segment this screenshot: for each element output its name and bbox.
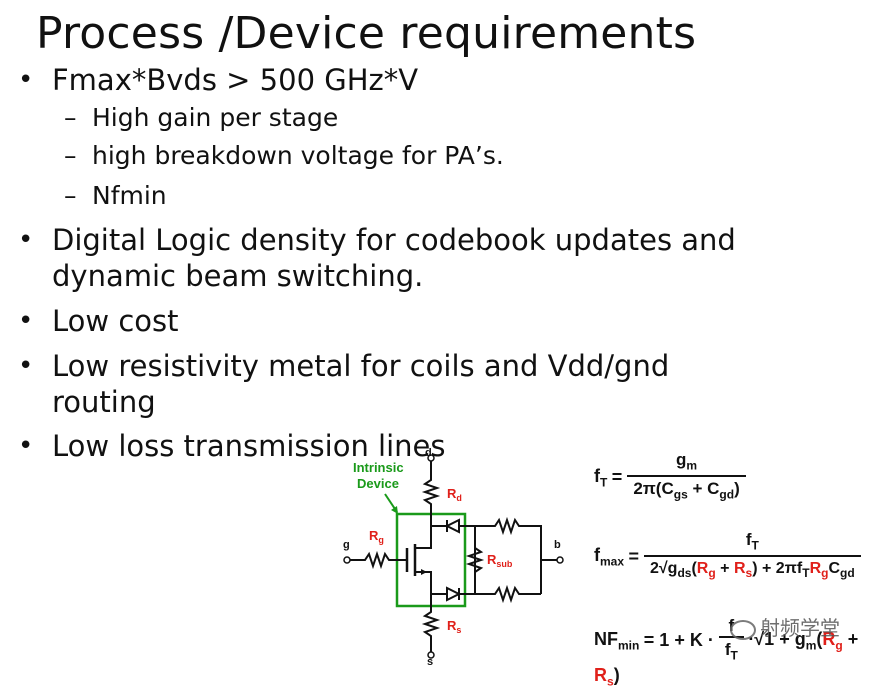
drain-lead — [415, 526, 432, 549]
bullet-text-line2: routing — [52, 385, 156, 419]
subbullet-text: high breakdown voltage for PA’s. — [92, 141, 504, 170]
gate-node-label: g — [343, 539, 350, 551]
rsub-resistor — [465, 547, 485, 573]
slide-title: Process /Device requirements — [36, 8, 697, 59]
nf-lhs: NFmin — [594, 628, 640, 653]
device-label: Device — [357, 476, 399, 491]
subbullet-breakdown: – high breakdown voltage for PA’s. — [64, 140, 504, 172]
bullet-low-cost: • Low cost — [18, 303, 179, 339]
source-terminal — [427, 651, 435, 659]
bullet-marker: • — [18, 65, 34, 95]
wechat-icon — [730, 619, 756, 640]
rs-resistor — [421, 588, 441, 652]
fmax-numerator: fT — [745, 530, 759, 553]
bullet-digital-logic-cont: dynamic beam switching. — [52, 258, 423, 294]
fmax-rg2: Rg — [809, 560, 829, 581]
watermark: 射频学堂 — [730, 612, 840, 641]
bullet-digital-logic: • Digital Logic density for codebook upd… — [18, 222, 736, 258]
rd-resistor — [421, 461, 441, 526]
gate-terminal — [343, 556, 351, 564]
bullet-low-resistivity-cont: routing — [52, 384, 156, 420]
fmax-denominator: 2√gds(Rg + Rs) + 2πfTRgCgd — [644, 555, 861, 583]
nf-denominator: fT — [718, 636, 744, 665]
fmax-rg: Rg — [696, 560, 716, 581]
bullet-text: Fmax*Bvds > 500 GHz*V — [52, 63, 419, 97]
source-node-label: s — [427, 656, 433, 665]
nf-rhs: = 1 + K · — [643, 630, 719, 651]
bullet-marker: • — [18, 431, 34, 461]
bullet-text-line1: Digital Logic density for codebook updat… — [52, 223, 736, 257]
bullet-marker: • — [18, 306, 34, 336]
bullet-marker: • — [18, 225, 34, 255]
fmax-lhs: fmax — [594, 545, 625, 569]
ft-numerator: gm — [676, 450, 698, 473]
subbullet-text: Nfmin — [92, 181, 167, 210]
ft-denominator: 2π(Cgs + Cgd) — [627, 475, 746, 504]
bullet-text-line2: dynamic beam switching. — [52, 259, 424, 293]
rg-resistor — [350, 550, 407, 570]
dash-marker: – — [64, 141, 77, 170]
transistor-circuit-diagram: Intrinsic Device d Rd s Rs g Rg — [343, 448, 564, 665]
watermark-text: 射频学堂 — [760, 616, 840, 640]
dash-marker: – — [64, 103, 77, 132]
fmax-fraction: fT 2√gds(Rg + Rs) + 2πfTRgCgd — [644, 530, 861, 584]
intrinsic-label: Intrinsic — [353, 460, 404, 475]
fmax-rs: Rs — [733, 560, 753, 581]
bottom-diode — [446, 586, 462, 602]
body-terminal — [556, 556, 564, 564]
bottom-body-resistor — [475, 584, 541, 604]
subbullet-nfmin: – Nfmin — [64, 180, 167, 212]
bullet-fmax-bvds: • Fmax*Bvds > 500 GHz*V — [18, 62, 419, 98]
source-lead — [415, 571, 432, 588]
rg-label: Rg — [369, 528, 384, 545]
source-arrow — [421, 569, 427, 575]
subbullet-high-gain: – High gain per stage — [64, 102, 339, 134]
dash-marker: – — [64, 181, 77, 210]
rs-label: Rs — [447, 618, 461, 635]
nf-rg: Rg — [822, 628, 843, 653]
equals-sign: = — [628, 546, 644, 567]
bullet-transmission-lines: • Low loss transmission lines — [18, 428, 446, 464]
nfmin-equation: NFmin = 1 + K · f fT ·√1 + gm(Rg + Rs) — [594, 616, 888, 689]
top-body-resistor — [475, 516, 542, 594]
bullet-text-line1: Low resistivity metal for coils and Vdd/… — [52, 349, 670, 383]
drain-node-label: d — [425, 448, 432, 459]
ft-lhs: fT — [594, 465, 608, 490]
ft-equation: fT = gm 2π(Cgs + Cgd) — [594, 450, 746, 505]
bullet-low-resistivity: • Low resistivity metal for coils and Vd… — [18, 348, 670, 384]
subbullet-text: High gain per stage — [92, 103, 339, 132]
body-node-label: b — [554, 539, 561, 551]
fmax-equation: fmax = fT 2√gds(Rg + Rs) + 2πfTRgCgd — [594, 530, 861, 584]
nf-rs: Rs — [594, 665, 614, 689]
bullet-marker: • — [18, 351, 34, 381]
ft-fraction: gm 2π(Cgs + Cgd) — [627, 450, 746, 505]
rd-label: Rd — [447, 486, 462, 503]
bullet-text: Low loss transmission lines — [52, 429, 446, 463]
equals-sign: = — [611, 466, 628, 487]
intrinsic-arrowhead — [391, 506, 398, 514]
bullet-text: Low cost — [52, 304, 179, 338]
top-diode — [444, 518, 460, 534]
rsub-label: Rsub — [487, 552, 513, 569]
